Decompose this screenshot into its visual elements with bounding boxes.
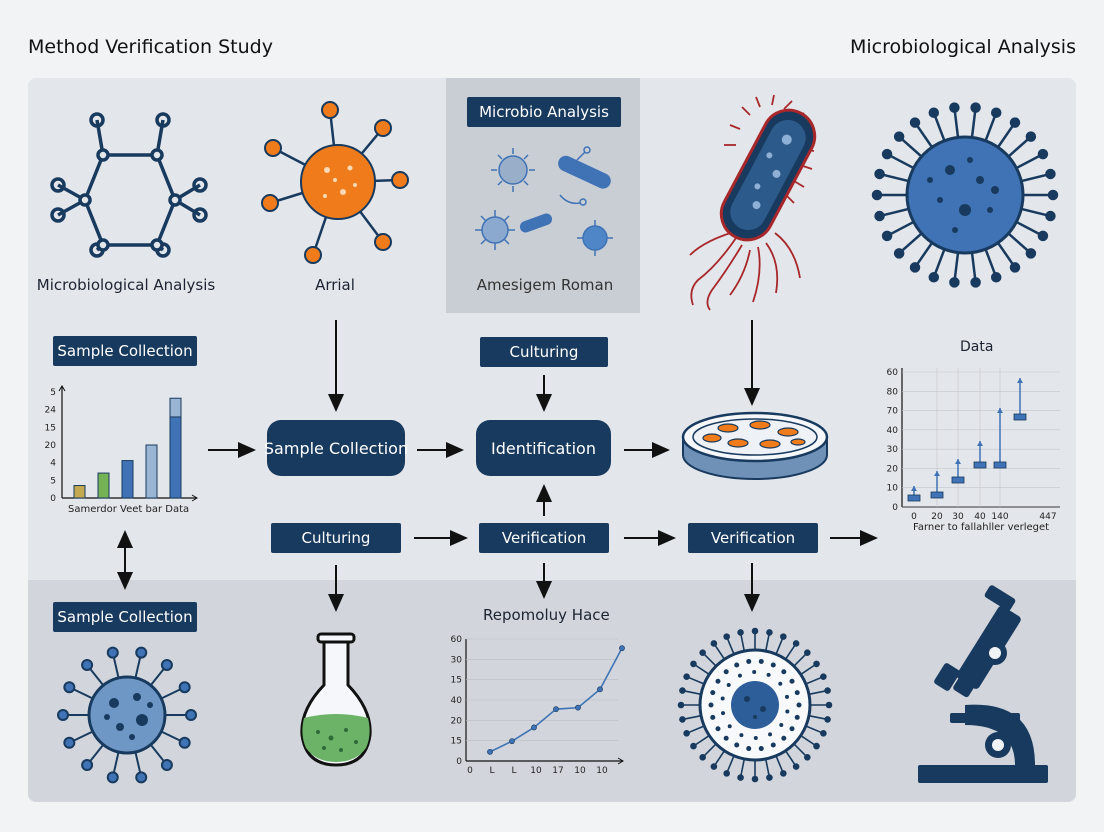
- err-xtick: 447: [1039, 512, 1056, 522]
- chip-culturing-top: Culturing: [480, 337, 608, 367]
- diagram-panel: [28, 78, 1076, 802]
- petri-dish-icon: [681, 411, 829, 480]
- bar-3: [121, 460, 134, 499]
- bar-ytick: 20: [45, 441, 57, 451]
- err-cap: [955, 459, 961, 464]
- microscope-icon: [918, 585, 1048, 783]
- bar-2: [97, 472, 110, 499]
- line-point: [575, 704, 581, 711]
- bar-4: [145, 444, 158, 499]
- err-cap: [911, 486, 917, 491]
- line-point: [531, 724, 537, 731]
- flask-icon: [300, 632, 372, 767]
- chip-verification-right: Verification: [688, 523, 818, 553]
- line-point: [509, 738, 515, 745]
- orange-caption: Arrial: [315, 276, 355, 294]
- line-ytick: 60: [451, 635, 463, 645]
- tile-title: Microbio Analysis: [467, 97, 621, 127]
- bar-ytick: 5: [50, 476, 56, 486]
- right-chart-title: Data: [960, 339, 994, 355]
- err-point: [951, 476, 965, 484]
- network-caption: Microbiological Analysis: [36, 276, 216, 294]
- err-cap: [1017, 378, 1023, 383]
- blue-virus-icon: [871, 102, 1059, 288]
- err-ytick: 60: [887, 368, 899, 378]
- bar-ytick: 5: [50, 388, 56, 398]
- line-ytick: 40: [451, 696, 463, 706]
- line-xtick: 0: [467, 766, 473, 776]
- bar-chart-xlabel: Samerdor Veet bar Data: [68, 504, 190, 515]
- line-xtick: 10: [596, 766, 608, 776]
- network-icon: [50, 112, 208, 258]
- err-xtick: 40: [974, 512, 986, 522]
- err-cap: [977, 441, 983, 446]
- chip-verification-mid: Verification: [479, 523, 609, 553]
- bottom-band: [28, 580, 1076, 802]
- microbes-icon: [475, 146, 613, 256]
- err-xtick: 0: [911, 512, 917, 522]
- line-ytick: 0: [456, 757, 462, 767]
- bar-5: [169, 416, 182, 499]
- err-ytick: 80: [887, 387, 899, 397]
- chip-sample-collection-bottom: Sample Collection: [53, 602, 197, 632]
- line-xtick: L: [511, 766, 516, 776]
- pill-identification: Identification: [476, 420, 611, 476]
- line-point: [619, 645, 625, 652]
- err-point: [993, 461, 1007, 469]
- err-cap: [997, 408, 1003, 413]
- bar-1: [73, 485, 86, 499]
- chip-culturing-mid: Culturing: [271, 523, 401, 553]
- err-point: [1013, 413, 1027, 421]
- err-ytick: 40: [887, 426, 899, 436]
- bar-ytick: 4: [50, 459, 56, 469]
- bar-ytick: 15: [45, 423, 56, 433]
- line-ytick: 15: [451, 737, 462, 747]
- line-point: [597, 686, 603, 693]
- err-xtick: 20: [931, 512, 943, 522]
- err-ytick: 0: [892, 503, 898, 513]
- line-xtick: 10: [574, 766, 586, 776]
- line-xtick: 10: [530, 766, 542, 776]
- err-ytick: 30: [887, 445, 899, 455]
- white-virus-icon: [677, 627, 833, 783]
- orange-virus-icon: [261, 101, 409, 264]
- line-xtick: 17: [552, 766, 563, 776]
- err-point: [907, 494, 921, 502]
- line-ytick: 30: [451, 655, 463, 665]
- pill-sample-collection: Sample Collection: [264, 420, 408, 476]
- err-xtick: 140: [991, 512, 1008, 522]
- err-ytick: 10: [887, 484, 899, 494]
- err-ytick: 70: [887, 407, 899, 417]
- bacterium-icon: [689, 94, 817, 311]
- page-title: Method Verification Study: [28, 36, 273, 58]
- page-subtitle: Microbiological Analysis: [849, 36, 1076, 58]
- err-cap: [934, 471, 940, 476]
- error-chart: 60 80 70 40 30 20 10 0 0 20 30 40 140 447: [887, 368, 1060, 522]
- tile-caption: Amesigem Roman: [476, 276, 614, 294]
- right-chart-xlabel: Farner to fallahller verleget: [913, 522, 1050, 533]
- line-point: [553, 706, 559, 713]
- chip-sample-collection-top: Sample Collection: [53, 336, 197, 366]
- line-ytick: 20: [451, 716, 463, 726]
- bar-ytick: 0: [50, 494, 56, 504]
- line-ytick: 15: [451, 676, 462, 686]
- err-ytick: 20: [887, 464, 899, 474]
- line-chart-title: Repomoluy Hace: [483, 606, 610, 624]
- err-point: [930, 491, 944, 499]
- bar-ytick: 24: [45, 406, 57, 416]
- line-xtick: L: [489, 766, 494, 776]
- line-point: [487, 748, 493, 755]
- err-xtick: 30: [952, 512, 964, 522]
- bottom-left-virus-icon: [57, 646, 197, 784]
- bar-chart: 5 24 15 20 4 5 0: [45, 385, 198, 504]
- err-point: [973, 461, 987, 469]
